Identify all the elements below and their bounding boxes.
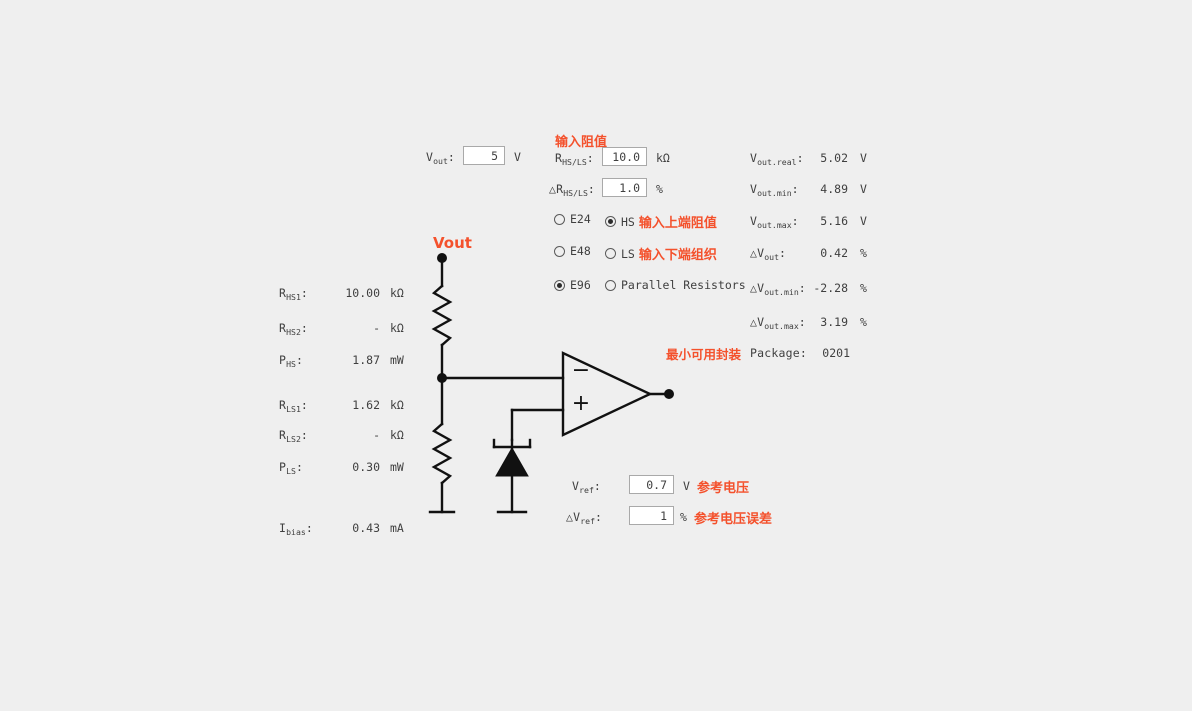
delta-vref-note: 参考电压误差 [694,512,773,527]
delta-r-hsls-input[interactable] [602,178,647,197]
radio-option-e24[interactable]: E24 [554,212,591,226]
radio-e24-icon[interactable] [554,213,565,225]
radio-hs-icon[interactable] [605,216,616,227]
radio-ls-icon[interactable] [605,248,616,259]
r-hsls-input[interactable] [602,147,647,166]
result-unit-r-ls2: kΩ [390,428,404,442]
radio-option-e96[interactable]: E96 [554,278,591,292]
zener-diode-symbol [495,446,529,477]
opamp-noninverting-sign: + [571,391,591,416]
result-value-r-hs2: - [373,321,380,335]
package-note: 最小可用封装 [666,347,742,362]
result-label-r-ls2: RLS2: [279,428,309,444]
result-value-p-ls: 0.30 [352,460,380,474]
vref-note: 参考电压 [697,481,750,496]
result-unit-r-hs1: kΩ [390,286,404,300]
result-label-delta-vout-min: △Vout.min: [750,281,806,297]
vout-input[interactable] [463,146,505,165]
delta-r-hsls-unit: % [656,182,663,196]
vout-input-label: Vout: [426,150,456,166]
result-unit-p-ls: mW [390,460,404,474]
result-value-delta-vout-max: 3.19 [820,315,848,329]
radio-parallel-icon[interactable] [605,279,616,291]
result-unit-r-ls1: kΩ [390,398,404,412]
node-feedback-dot [437,373,447,383]
result-unit-delta-vout-max: % [860,315,867,329]
resistor-ls-symbol [431,422,453,485]
result-value-delta-vout-min: -2.28 [813,281,848,295]
result-value-r-ls2: - [373,428,380,442]
delta-vref-unit: % [680,510,687,524]
radio-ls-note: 输入下端组织 [638,248,717,263]
radio-e48-icon[interactable] [554,245,565,257]
result-label-vout-real: Vout.real: [750,151,804,167]
vout-node-label: Vout [433,234,472,252]
node-output-dot [664,389,674,399]
opamp-inverting-sign: − [571,358,591,383]
result-label-i-bias: Ibias: [279,521,313,537]
result-label-delta-vout: △Vout: [750,246,787,262]
resistance-section-title: 输入阻值 [555,135,608,150]
package-label: Package: [750,346,807,360]
resistor-hs-symbol [431,284,453,347]
result-label-vout-max: Vout.max: [750,214,799,230]
result-value-r-ls1: 1.62 [352,398,380,412]
radio-hs-note: 输入上端阻值 [638,216,717,231]
result-label-vout-min: Vout.min: [750,182,799,198]
result-label-p-ls: PLS: [279,460,304,476]
radio-e48-label: E48 [570,244,591,258]
result-unit-vout-real: V [860,151,867,165]
r-hsls-unit: kΩ [656,151,670,165]
result-label-r-hs2: RHS2: [279,321,309,337]
result-unit-vout-min: V [860,182,867,196]
result-value-vout-real: 5.02 [820,151,848,165]
radio-option-e48[interactable]: E48 [554,244,591,258]
radio-parallel-label: Parallel Resistors [621,278,746,292]
vref-label: Vref: [572,479,602,495]
result-unit-vout-max: V [860,214,867,228]
r-hsls-label: RHS/LS: [555,151,594,167]
delta-vref-input[interactable] [629,506,674,525]
node-vout-dot [437,253,447,263]
opamp-body [561,351,653,437]
result-label-p-hs: PHS: [279,353,304,369]
result-value-vout-max: 5.16 [820,214,848,228]
radio-e96-icon[interactable] [554,279,565,291]
result-unit-i-bias: mA [390,521,404,535]
radio-hs-label: HS [621,214,635,229]
vref-input[interactable] [629,475,674,494]
result-unit-delta-vout: % [860,246,867,260]
radio-e96-label: E96 [570,278,591,292]
radio-option-ls[interactable]: LS 输入下端组织 [605,244,717,263]
result-label-r-hs1: RHS1: [279,286,309,302]
result-value-i-bias: 0.43 [352,521,380,535]
result-unit-p-hs: mW [390,353,404,367]
result-value-p-hs: 1.87 [352,353,380,367]
result-label-delta-vout-max: △Vout.max: [750,315,806,331]
result-value-vout-min: 4.89 [820,182,848,196]
radio-option-parallel[interactable]: Parallel Resistors [605,278,746,292]
result-value-r-hs1: 10.00 [345,286,380,300]
result-value-delta-vout: 0.42 [820,246,848,260]
result-label-r-ls1: RLS1: [279,398,309,414]
result-unit-r-hs2: kΩ [390,321,404,335]
radio-option-hs[interactable]: HS 输入上端阻值 [605,212,717,231]
delta-r-hsls-label: △RHS/LS: [549,182,596,198]
package-value: 0201 [822,346,850,360]
radio-ls-label: LS [621,246,635,261]
result-unit-delta-vout-min: % [860,281,867,295]
vref-unit: V [683,479,690,493]
radio-e24-label: E24 [570,212,591,226]
vout-input-unit: V [514,150,521,164]
delta-vref-label: △Vref: [566,510,603,526]
